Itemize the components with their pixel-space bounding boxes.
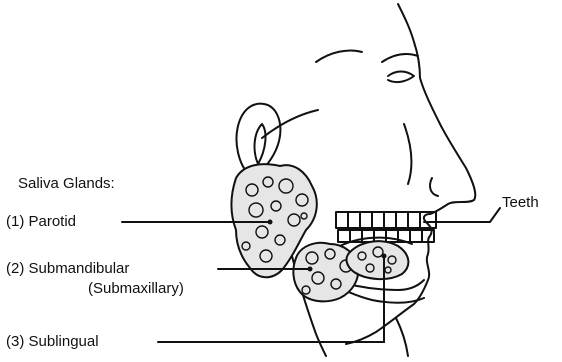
cheek-line (262, 110, 318, 138)
sublingual-label: (3) Sublingual (6, 334, 99, 350)
temple-line (316, 50, 362, 62)
ear-inner (255, 124, 266, 164)
parotid-leader-dot (268, 220, 273, 225)
parotid-label: (1) Parotid (6, 214, 76, 230)
submandibular-label: (2) Submandibular (6, 261, 129, 277)
nostril (430, 178, 438, 196)
neck-front (396, 318, 408, 356)
nasolabial-line (404, 124, 411, 184)
saliva-glands-heading: Saliva Glands: (18, 176, 115, 192)
submandibular-leader-dot (308, 267, 313, 272)
eyebrow (382, 54, 418, 62)
teeth-label: Teeth (502, 195, 539, 211)
eye (388, 72, 414, 83)
sublingual-leader-dot (382, 254, 387, 259)
submaxillary-label: (Submaxillary) (88, 281, 184, 297)
